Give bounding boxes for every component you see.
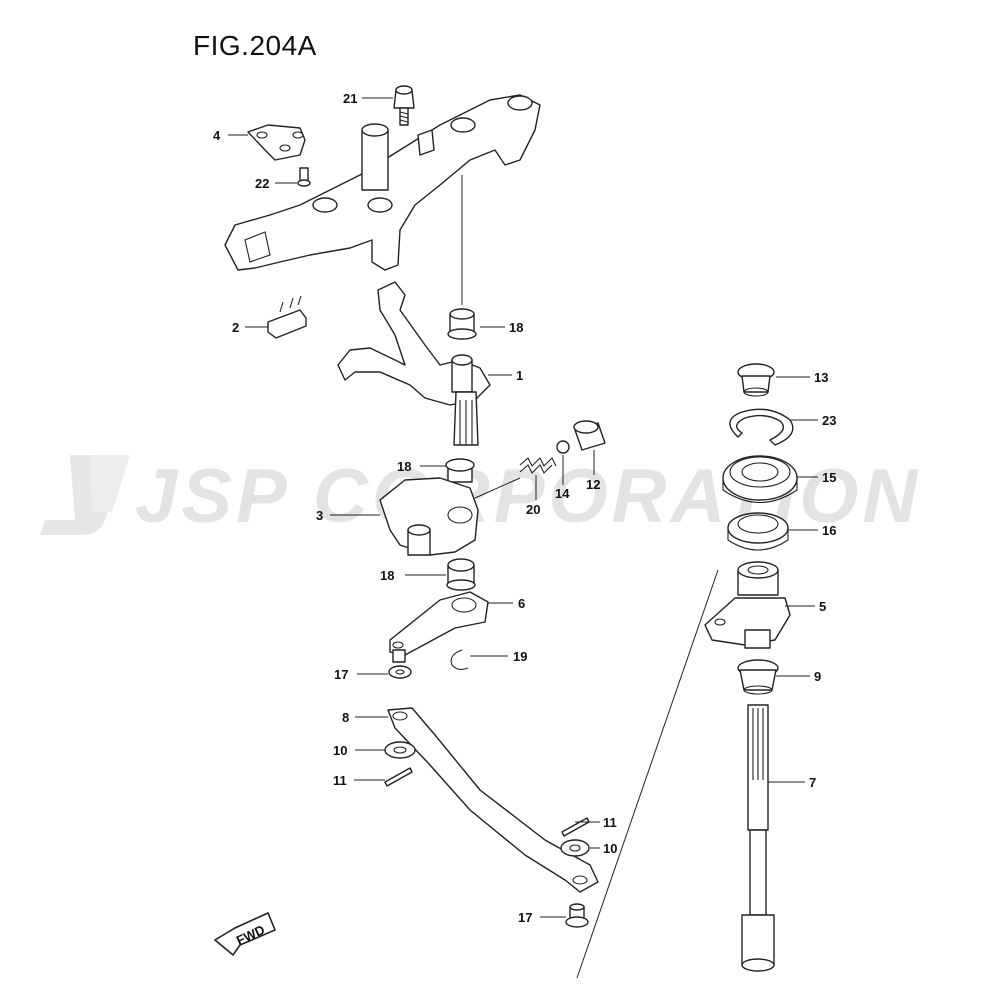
callout-19: 19 bbox=[513, 649, 527, 664]
callout-7: 7 bbox=[809, 775, 816, 790]
part-2-clip bbox=[267, 295, 307, 339]
callout-23: 23 bbox=[822, 413, 836, 428]
fwd-arrow-icon bbox=[213, 911, 277, 957]
part-18-bushing-upper bbox=[447, 308, 477, 340]
part-3-cam-housing bbox=[379, 477, 521, 556]
callout-11-left: 11 bbox=[333, 773, 347, 788]
callout-4: 4 bbox=[213, 128, 221, 143]
callout-9: 9 bbox=[814, 669, 821, 684]
part-8-link-rod bbox=[387, 707, 599, 893]
part-14-ball bbox=[556, 440, 570, 454]
callout-18-lower: 18 bbox=[380, 568, 394, 583]
part-7-shift-shaft bbox=[741, 704, 775, 972]
callout-17-upper: 17 bbox=[334, 667, 348, 682]
part-6-arm bbox=[389, 591, 489, 663]
part-18-bushing-middle bbox=[445, 458, 475, 483]
part-22-screw bbox=[297, 167, 311, 187]
callout-20: 20 bbox=[526, 502, 540, 517]
part-10-washer-right bbox=[560, 839, 590, 857]
callout-18-upper: 18 bbox=[509, 320, 523, 335]
part-19-eclip bbox=[450, 649, 469, 671]
callout-5: 5 bbox=[819, 599, 826, 614]
callout-18-middle: 18 bbox=[397, 459, 411, 474]
fwd-direction-badge: FWD bbox=[213, 911, 277, 957]
part-11-pin-left bbox=[384, 767, 413, 787]
part-15-bearing bbox=[722, 455, 798, 504]
part-4-plate bbox=[247, 124, 306, 161]
callout-6: 6 bbox=[518, 596, 525, 611]
shift-bracket bbox=[224, 94, 541, 271]
part-18-bushing-lower bbox=[446, 558, 476, 591]
part-16-seal bbox=[727, 512, 789, 551]
callout-1: 1 bbox=[516, 368, 523, 383]
callout-2: 2 bbox=[232, 320, 239, 335]
callout-labels: 21 4 22 2 18 1 18 20 14 12 3 18 6 19 17 … bbox=[213, 91, 836, 925]
part-20-spring bbox=[519, 457, 557, 474]
part-10-washer-left bbox=[384, 741, 416, 759]
callout-13: 13 bbox=[814, 370, 828, 385]
part-5-holder bbox=[704, 561, 791, 649]
part-21-bolt bbox=[393, 85, 415, 126]
part-9-seal bbox=[737, 659, 779, 695]
part-17-collar-upper bbox=[388, 665, 412, 679]
part-23-snap-ring bbox=[729, 408, 794, 446]
callout-12: 12 bbox=[586, 477, 600, 492]
callout-11-right: 11 bbox=[603, 815, 617, 830]
part-17-collar-lower bbox=[565, 903, 589, 928]
part-12-sleeve bbox=[573, 420, 606, 451]
callout-8: 8 bbox=[342, 710, 349, 725]
callout-15: 15 bbox=[822, 470, 836, 485]
callout-10-left: 10 bbox=[333, 743, 347, 758]
part-1-shift-lever bbox=[337, 281, 491, 446]
callout-17-lower: 17 bbox=[518, 910, 532, 925]
figure-title: FIG.204A bbox=[193, 30, 317, 61]
callout-14: 14 bbox=[555, 486, 570, 501]
callout-10-right: 10 bbox=[603, 841, 617, 856]
callout-16: 16 bbox=[822, 523, 836, 538]
callout-leaders bbox=[228, 97, 818, 918]
callout-21: 21 bbox=[343, 91, 357, 106]
part-13-plug bbox=[737, 363, 775, 397]
part-11-pin-right bbox=[561, 817, 590, 837]
watermark-logo-icon bbox=[40, 455, 130, 535]
callout-22: 22 bbox=[255, 176, 269, 191]
callout-3: 3 bbox=[316, 508, 323, 523]
